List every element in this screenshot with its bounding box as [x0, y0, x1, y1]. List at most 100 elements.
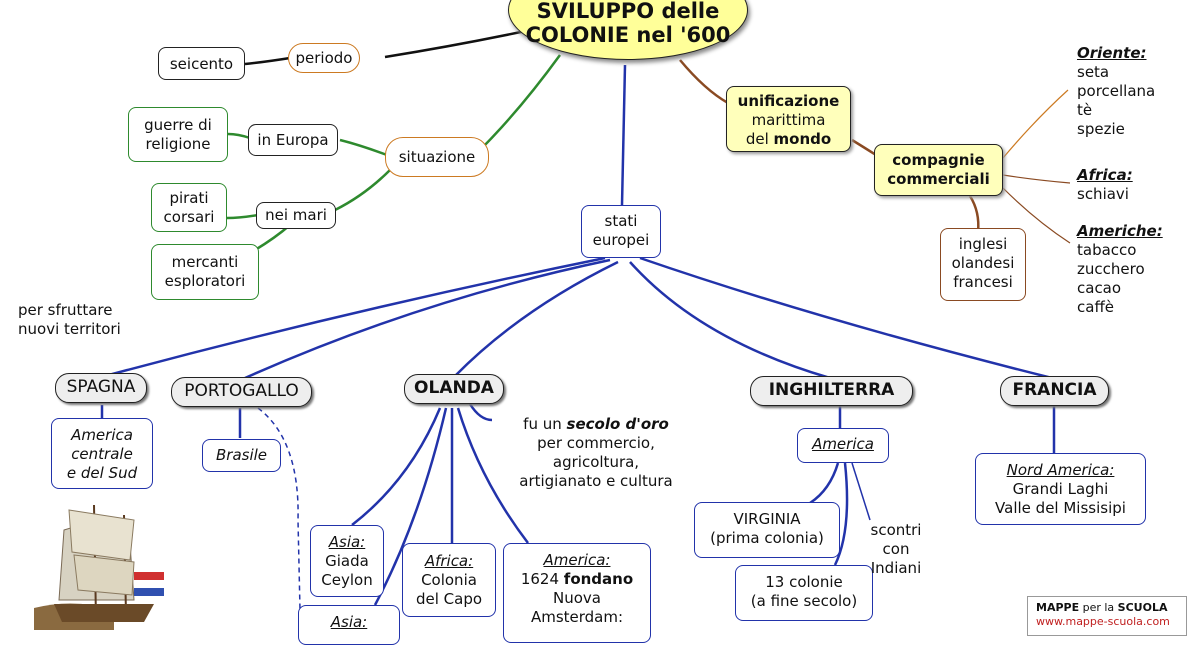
node-inghilterra: INGHILTERRA	[750, 376, 913, 406]
link-america-colonie	[833, 462, 849, 566]
label-america-2: Nuova	[553, 589, 601, 607]
title-line-2: COLONIE nel '600	[525, 23, 731, 47]
node-stati-europei: stati europei	[581, 205, 661, 258]
link-comp-africa	[1002, 174, 1071, 184]
node-olanda-america: America: 1624 fondano Nuova Amsterdam:	[503, 543, 651, 643]
brand-a: MAPPE	[1036, 601, 1080, 614]
label-unif-3a: del	[745, 130, 774, 148]
label-virginia-2: (prima colonia)	[710, 529, 824, 547]
node-virginia: VIRGINIA (prima colonia)	[694, 502, 840, 558]
label-unif-1: unificazione	[737, 92, 840, 110]
label-brasile: Brasile	[215, 446, 268, 464]
label-seicento: seicento	[169, 55, 234, 73]
label-asia2-h: Asia:	[330, 613, 368, 631]
label-guerre-1: guerre di	[144, 116, 212, 134]
node-13-colonie: 13 colonie (a fine secolo)	[735, 565, 873, 621]
oriente-item: tè	[1077, 101, 1093, 119]
node-portogallo: PORTOGALLO	[171, 377, 312, 407]
node-francia-nord: Nord America: Grandi Laghi Valle del Mis…	[975, 453, 1146, 525]
list-oriente: Oriente: seta porcellana tè spezie	[1077, 44, 1155, 139]
label-africa-1: Colonia	[421, 571, 477, 589]
link-title-situazione	[479, 54, 562, 151]
link-title-unif	[679, 59, 729, 105]
label-america-1: 1624 fondano	[504, 570, 650, 589]
title-line-1: SVILUPPO delle	[536, 0, 720, 23]
brand-c: SCUOLA	[1117, 601, 1168, 614]
link-stati-portogallo	[244, 258, 611, 380]
node-situazione: situazione	[385, 137, 489, 177]
label-ing-america: America	[812, 435, 874, 453]
node-brasile: Brasile	[202, 439, 281, 472]
label-ing-1: inglesi	[958, 235, 1008, 253]
node-olanda-asia-1: Asia: Giada Ceylon	[310, 525, 384, 597]
node-olanda: OLANDA	[404, 374, 504, 404]
oriente-item: porcellana	[1077, 82, 1156, 100]
link-ineuropa-guerre	[227, 132, 251, 140]
label-africa-h: Africa:	[424, 552, 474, 570]
list-africa: Africa: schiavi	[1077, 166, 1133, 204]
label-stati-2: europei	[592, 231, 650, 249]
label-comp-2: commerciali	[887, 170, 990, 188]
label-in-europa: in Europa	[257, 131, 329, 149]
label-francia: FRANCIA	[1012, 380, 1097, 400]
link-america-virginia	[809, 462, 840, 505]
note-olanda-3: agricoltura,	[552, 453, 640, 471]
label-mercanti-2: esploratori	[164, 272, 246, 290]
label-america-h: America:	[543, 551, 611, 569]
note-sfruttare: per sfruttare nuovi territori	[18, 301, 121, 339]
node-pirati: pirati corsari	[151, 183, 227, 232]
link-olanda-asia2	[373, 407, 448, 606]
americhe-item: zucchero	[1077, 260, 1145, 278]
link-olanda-asia1	[351, 407, 442, 526]
brand-url[interactable]: www.mappe-scuola.com	[1036, 615, 1170, 628]
node-guerre: guerre di religione	[128, 107, 228, 162]
link-situazione-neimari	[334, 169, 391, 212]
label-mercanti-1: mercanti	[171, 253, 239, 271]
label-africa-2: del Capo	[415, 590, 483, 608]
label-situazione: situazione	[398, 148, 476, 166]
label-scontri-1: scontri con	[870, 521, 922, 558]
node-olanda-asia-2: Asia:	[298, 605, 400, 645]
link-comp-inglesi	[968, 195, 980, 233]
label-sfruttare-2: nuovi territori	[18, 320, 121, 338]
link-periodo-seicento	[244, 56, 291, 66]
label-francia-1: Grandi Laghi	[1012, 480, 1109, 498]
label-unif-2: marittima	[751, 111, 826, 129]
note-olanda-1a: fu un	[523, 415, 567, 433]
node-unificazione: unificazione marittima del mondo	[726, 86, 851, 152]
note-olanda-2: per commercio,	[537, 434, 655, 452]
ship-illustration	[34, 500, 172, 630]
brand-title: MAPPE per la SCUOLA	[1036, 601, 1178, 615]
label-inghilterra: INGHILTERRA	[768, 380, 895, 400]
link-stati-inghilterra	[629, 261, 831, 380]
link-stati-olanda	[454, 260, 619, 377]
label-pirati-1: pirati	[169, 189, 209, 207]
label-portogallo: PORTOGALLO	[184, 381, 299, 401]
label-america-1b: fondano	[563, 570, 634, 588]
link-title-stati	[620, 64, 627, 206]
label-spagna-1: America	[71, 426, 133, 444]
label-spagna: SPAGNA	[66, 377, 136, 397]
brand-b: per la	[1079, 601, 1118, 614]
label-oriente: Oriente:	[1077, 44, 1147, 62]
americhe-item: tabacco	[1077, 241, 1137, 259]
label-francia-nord: Nord America:	[1006, 461, 1115, 479]
link-olanda-note	[468, 403, 493, 422]
label-americhe: Americhe:	[1077, 222, 1163, 240]
label-asia1-1: Giada	[325, 552, 369, 570]
label-francia-2: Valle del Missisipi	[995, 499, 1126, 517]
link-situazione-ineuropa	[339, 138, 388, 157]
node-compagnie: compagnie commerciali	[874, 144, 1003, 196]
label-guerre-2: religione	[145, 135, 211, 153]
label-spagna-3: e del Sud	[66, 464, 138, 482]
label-comp-1: compagnie	[892, 151, 985, 169]
label-america-1a: 1624	[520, 570, 564, 588]
label-pirati-2: corsari	[163, 208, 215, 226]
label-asia1-h: Asia:	[328, 533, 366, 551]
node-nei-mari: nei mari	[256, 202, 336, 229]
node-inghilterra-america: America	[797, 428, 889, 463]
africa-item: schiavi	[1077, 185, 1129, 203]
label-scontri-2: Indiani	[870, 559, 922, 577]
note-scontri: scontri con Indiani	[858, 521, 934, 578]
americhe-item: cacao	[1077, 279, 1122, 297]
